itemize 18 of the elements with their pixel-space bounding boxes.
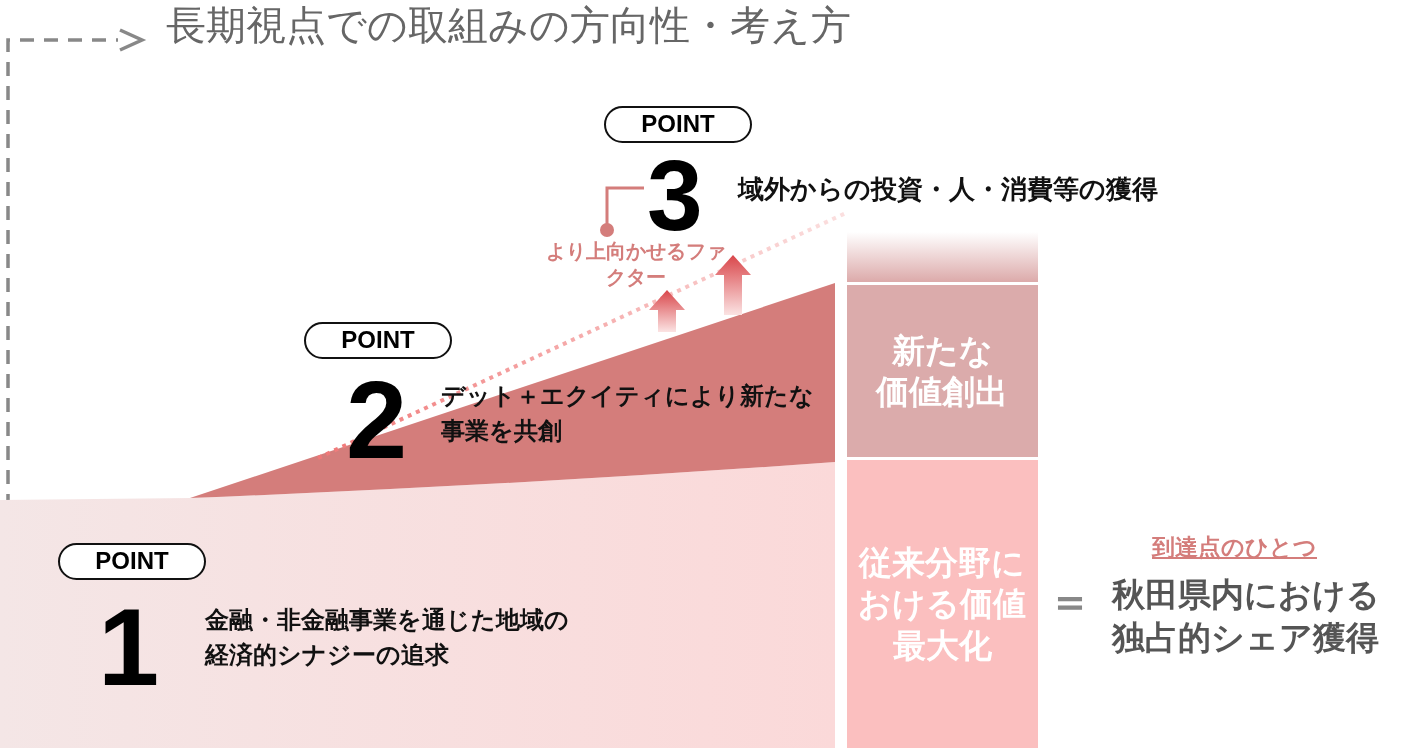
title: 長期視点での取組みの方向性・考え方	[166, 1, 851, 50]
point-badge: POINT	[604, 106, 752, 143]
factor-label: より上向かせるファクター	[541, 238, 731, 290]
value-column	[847, 285, 1038, 457]
point-text: 金融・非金融事業を通じた地域の経済的シナジーの追求	[205, 605, 570, 671]
point-number: 1	[98, 592, 160, 702]
goal-text: 秋田県内における独占的シェア獲得	[1112, 574, 1381, 659]
equals-sign: ＝	[1048, 574, 1092, 628]
point-badge: POINT	[58, 543, 206, 580]
column-label: 従来分野における価値最大化	[858, 542, 1027, 666]
value-column	[847, 460, 1038, 748]
goal-heading: 到達点のひとつ	[1152, 533, 1317, 562]
point-text: 域外からの投資・人・消費等の獲得	[738, 173, 1158, 206]
point-number: 2	[346, 365, 408, 475]
column-label: 新たな価値創出	[874, 329, 1010, 413]
leader-line	[600, 186, 644, 237]
point-badge: POINT	[304, 322, 452, 359]
value-column-top	[847, 232, 1038, 282]
